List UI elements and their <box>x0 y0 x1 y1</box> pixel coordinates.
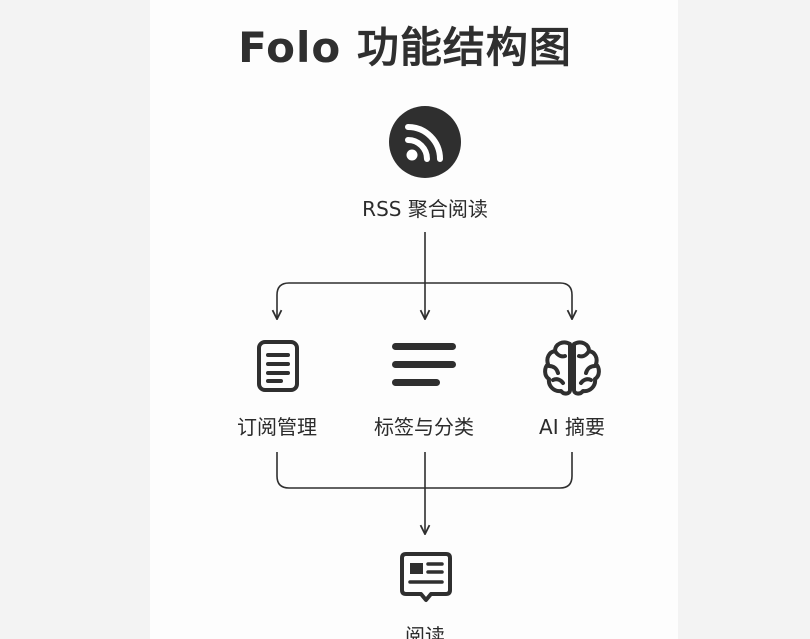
node-label-tags: 标签与分类 <box>374 415 474 439</box>
node-label-subscriptions: 订阅管理 <box>237 415 317 439</box>
newspaper-icon <box>398 550 454 608</box>
connector-root-to-left <box>277 282 425 318</box>
node-label-reading: 阅读 <box>405 624 445 639</box>
diagram-title: Folo 功能结构图 <box>238 23 572 72</box>
document-icon <box>255 338 301 398</box>
rss-icon <box>388 105 462 183</box>
brain-icon <box>541 336 603 402</box>
menu-lines-icon <box>390 340 458 394</box>
diagram-panel <box>150 0 678 639</box>
node-label-ai-summary: AI 摘要 <box>539 415 605 439</box>
node-label-rss: RSS 聚合阅读 <box>362 197 488 221</box>
connector-root-to-right <box>425 282 572 318</box>
